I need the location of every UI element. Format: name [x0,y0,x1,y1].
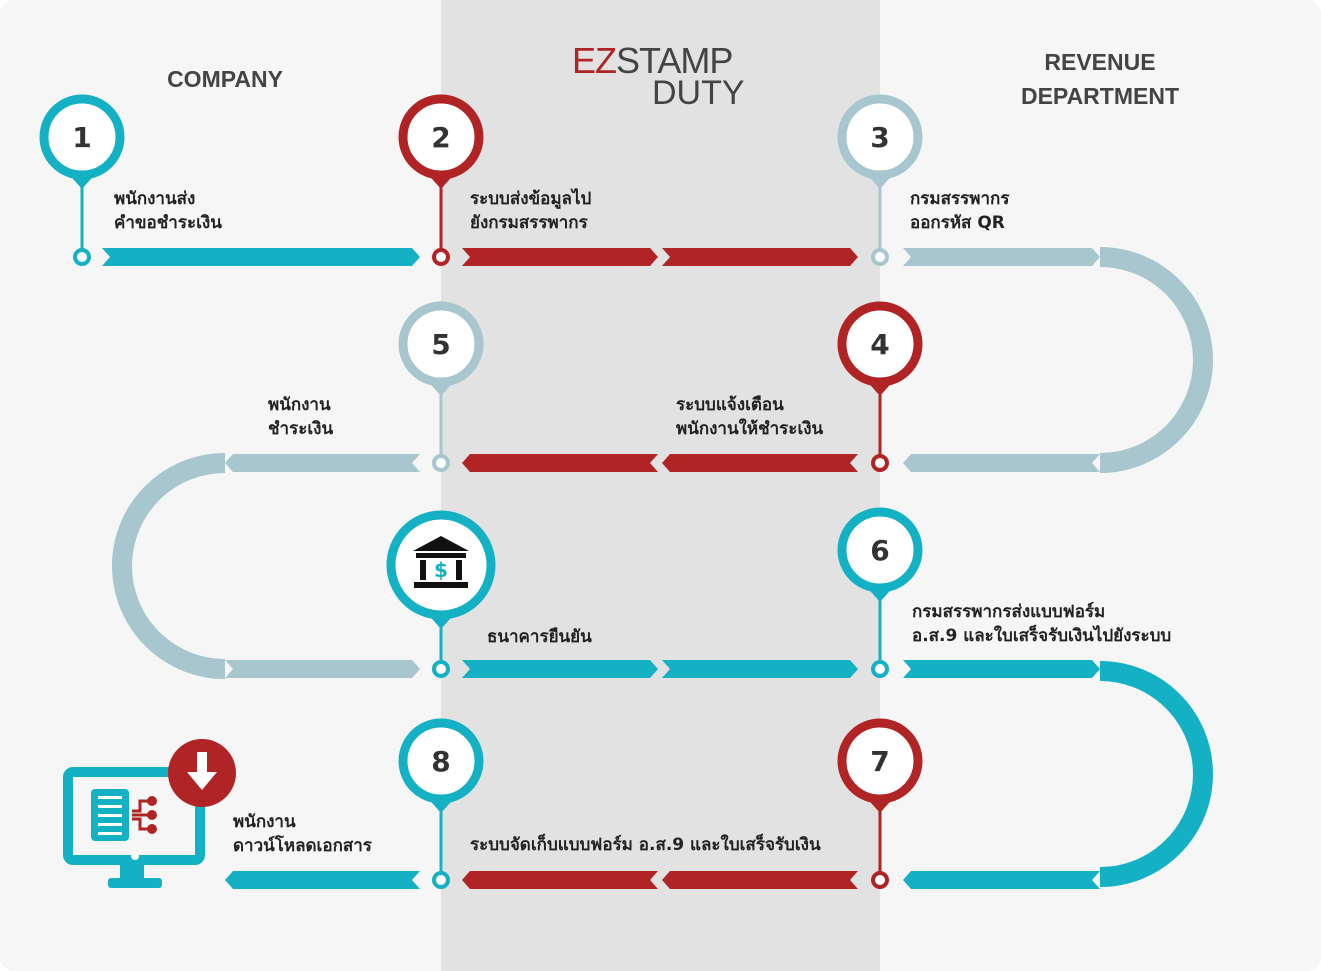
flow-arrow [903,248,1100,266]
flow-arrow [903,660,1100,678]
bank-dollar-icon: $ [413,536,469,588]
bank-base [414,582,468,588]
step-3-label: กรมสรรพากร ออกรหัส QR [910,189,1010,233]
pin-dot [432,660,450,678]
step-3-pin: 3 [837,94,923,266]
company-header: COMPANY [167,66,283,92]
pin-dot [432,871,450,889]
flow-arrow [225,871,420,889]
step-2-pin: 2 [398,94,484,266]
pin-circle [39,94,125,180]
flow-arrow [225,660,420,678]
flow-arrow [462,248,658,266]
bank-beam [416,553,466,558]
connector [132,817,150,831]
bank-pillar [456,560,462,580]
step-number: 4 [870,328,889,361]
step-4-label: ระบบแจ้งเตือน พนักงานให้ชำระเงิน [676,395,824,439]
step-6-pin: 6 [837,507,923,678]
logo-duty: DUTY [652,74,745,112]
bank-pillar [420,560,426,580]
connector-node [147,810,157,820]
flow-arrow [462,454,658,472]
pin-dot [871,660,889,678]
doc-line [98,823,122,826]
flow-arrow [462,871,658,889]
step-5-pin: 5 [398,301,484,472]
connector [132,799,150,813]
step-8-label: พนักงาน ดาวน์โหลดเอกสาร [233,812,372,856]
step-4-pin: 4 [837,301,923,472]
connector-node [147,824,157,834]
pin-dot [871,248,889,266]
doc-line [98,805,122,808]
pin-circle [837,718,923,804]
flow-arrow [662,454,858,472]
pin-circle [386,510,496,620]
monitor-dot [131,852,139,860]
monitor-stand [108,878,162,888]
step-null-pin: $ [386,510,496,678]
flow-arrow [102,248,420,266]
doc-line [98,832,122,835]
flow-arrow [462,660,658,678]
step-number: 5 [431,328,450,361]
pin-circle [398,301,484,387]
step-number: 1 [72,121,91,154]
connector-node [147,796,157,806]
pin-dot [871,454,889,472]
logo-ez: EZ [572,40,617,81]
flow-arrow [903,454,1100,472]
pin-dot [432,248,450,266]
bank-label: ธนาคารยืนยัน [487,627,592,647]
ezstamp-column [441,0,880,971]
step-1-label: พนักงานส่ง คำขอชำระเงิน [114,189,222,233]
logo-stamp: STAMP [616,40,733,81]
flow-curve [1099,661,1213,887]
pin-circle [837,507,923,593]
revenue-department-header: REVENUE DEPARTMENT [1020,49,1179,109]
flow-curve [1099,247,1213,473]
doc-line [98,814,122,817]
step-number: 6 [870,534,889,567]
flow-arrow [225,454,420,472]
step-number: 2 [431,121,450,154]
pin-dot [432,454,450,472]
dollar-sign: $ [434,558,448,582]
step-number: 7 [870,745,889,778]
flow-arrow [662,871,858,889]
download-arrow-icon [187,752,217,790]
step-5-label: พนักงาน ชำระเงิน [268,395,334,439]
flow-arrow [903,871,1100,889]
pin-dot [871,871,889,889]
flow-arrow [662,248,858,266]
flow-curve [112,453,226,679]
step-1-pin: 1 [39,94,125,266]
step-8-pin: 8 [398,718,484,889]
pin-circle [837,94,923,180]
step-number: 3 [870,121,889,154]
flow-arrow [662,660,858,678]
ezstamp-logo: EZSTAMP DUTY [572,43,745,111]
computer-download-icon [63,739,236,888]
step-number: 8 [431,745,450,778]
bank-roof [413,536,469,551]
doc-line [98,796,122,799]
pin-circle [398,718,484,804]
pin-circle [837,301,923,387]
step-7-label: ระบบจัดเก็บแบบฟอร์ม อ.ส.9 และใบเสร็จรับเ… [470,835,821,855]
pin-circle [398,94,484,180]
step-7-pin: 7 [837,718,923,889]
monitor-neck [120,860,144,880]
step-6-label: กรมสรรพากรส่งแบบฟอร์ม อ.ส.9 และใบเสร็จรั… [912,602,1172,646]
step-2-label: ระบบส่งข้อมูลไป ยังกรมสรรพากร [470,189,592,233]
pin-dot [73,248,91,266]
